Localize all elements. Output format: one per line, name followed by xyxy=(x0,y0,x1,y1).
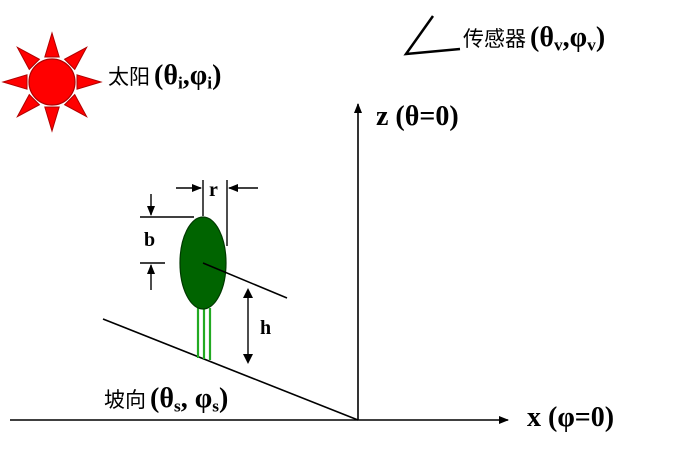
x-axis-label: x (φ=0) xyxy=(527,402,615,433)
sun-ray xyxy=(63,93,88,118)
sensor-phi-sub: v xyxy=(587,35,596,55)
b-dimension xyxy=(140,194,194,290)
sensor-theta-sub: v xyxy=(553,35,563,55)
h-label: h xyxy=(260,317,272,339)
sun-theta: θ xyxy=(163,60,178,91)
slope-theta: θ xyxy=(159,383,174,414)
sun-ray xyxy=(16,93,41,118)
b-label: b xyxy=(144,229,156,251)
sun-phi: φ xyxy=(189,60,208,91)
sun-sep: , xyxy=(182,60,190,91)
slope-line xyxy=(102,318,359,421)
sensor-label: 传感器 (θv,φv) xyxy=(463,22,606,55)
slope-close-paren: ) xyxy=(218,383,229,414)
r-dimension xyxy=(176,180,258,246)
crown-normal-line xyxy=(202,262,288,299)
sensor-close-paren: ) xyxy=(595,22,606,53)
slope-phi: φ xyxy=(194,383,213,414)
slope-label-text: 坡向 xyxy=(104,388,146,412)
sun-ray xyxy=(44,106,60,133)
sun-phi-sub: i xyxy=(207,73,213,93)
sun-ray xyxy=(63,46,88,71)
sensor-open-paren: ( xyxy=(530,22,540,53)
sun-ray xyxy=(76,74,103,90)
sensor-label-text: 传感器 xyxy=(463,27,526,51)
sun-theta-sub: i xyxy=(177,73,183,93)
r-label: r xyxy=(209,179,218,201)
slope-sep: , xyxy=(180,383,195,414)
sun-label: 太阳 (θi,φi) xyxy=(108,60,222,93)
sun-close-paren: ) xyxy=(212,60,222,91)
sun-icon xyxy=(1,31,103,133)
slope-theta-sub: s xyxy=(173,396,181,416)
sun-ray xyxy=(1,74,28,90)
slope-open-paren: ( xyxy=(150,383,160,414)
h-dimension xyxy=(243,288,253,364)
tree-trunk xyxy=(196,308,212,360)
z-axis-label: z (θ=0) xyxy=(376,101,459,132)
sensor-theta: θ xyxy=(539,22,554,53)
sun-ray xyxy=(16,46,41,71)
sun-open-paren: ( xyxy=(154,60,164,91)
sensor-phi: φ xyxy=(569,22,588,53)
sun-label-text: 太阳 xyxy=(108,65,150,89)
sun-ray xyxy=(44,31,60,58)
slope-label: 坡向 (θs, φs) xyxy=(104,383,229,416)
slope-phi-sub: s xyxy=(212,396,219,416)
sensor-icon xyxy=(403,15,461,56)
sensor-sep: , xyxy=(562,22,570,53)
